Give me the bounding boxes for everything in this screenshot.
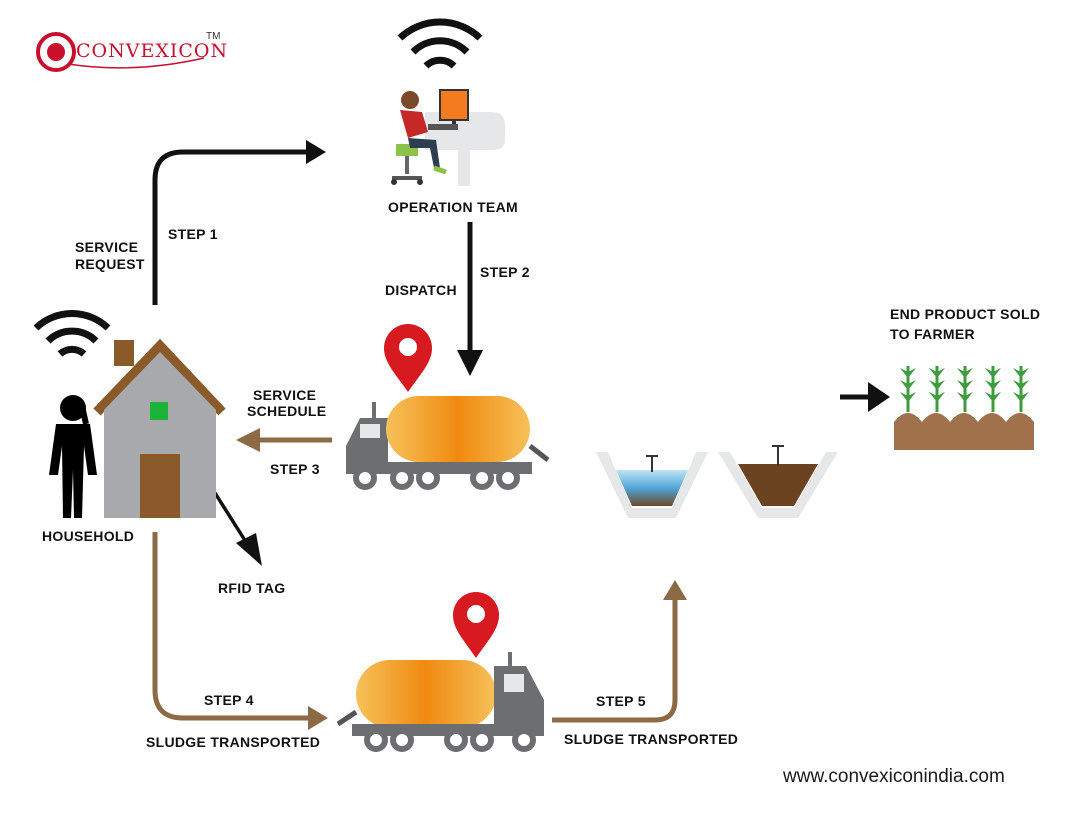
service-schedule-label-line1: SERVICE <box>253 387 317 403</box>
step5-arrow <box>552 598 678 723</box>
truck-icon <box>346 396 550 490</box>
treatment-tank-icon <box>718 445 838 518</box>
truck-icon <box>336 652 544 752</box>
end-product-label-line2: TO FARMER <box>890 326 975 342</box>
dispatch-label: DISPATCH <box>385 282 457 298</box>
service-schedule-label-line2: SCHEDULE <box>247 403 327 419</box>
treatment-tank-icon <box>596 452 708 518</box>
step1-arrowhead <box>306 140 326 164</box>
end-product-label-line1: END PRODUCT SOLD <box>890 306 1041 322</box>
step2-arrowhead <box>457 350 483 376</box>
location-pin-icon <box>453 592 499 658</box>
step1-label: STEP 1 <box>168 226 218 242</box>
step5-label: STEP 5 <box>596 693 646 709</box>
household-label: HOUSEHOLD <box>42 528 135 544</box>
end-product-arrowhead <box>868 382 890 412</box>
rfid-tag-label: RFID TAG <box>218 580 286 596</box>
logo-text: CONVEXICON <box>76 40 229 62</box>
website-url: www.convexiconindia.com <box>783 766 1005 787</box>
office-worker-icon <box>391 89 505 186</box>
step3-label: STEP 3 <box>270 461 320 477</box>
logo-trademark: TM <box>206 31 221 42</box>
step4-label: STEP 4 <box>204 692 254 708</box>
brand-logo: CONVEXICON TM <box>34 30 234 74</box>
step4-arrowhead <box>308 706 328 730</box>
service-request-label-line2: REQUEST <box>75 256 145 272</box>
step3-arrowhead <box>236 428 260 452</box>
location-pin-icon <box>384 324 432 392</box>
step2-label: STEP 2 <box>480 264 530 280</box>
sludge-transported-label-1: SLUDGE TRANSPORTED <box>146 734 321 750</box>
person-phone-icon <box>49 395 97 518</box>
operation-team-label: OPERATION TEAM <box>388 199 518 215</box>
rfid-arrowhead <box>236 533 262 566</box>
house-icon <box>93 338 226 518</box>
sludge-transported-label-2: SLUDGE TRANSPORTED <box>564 731 739 747</box>
step1-arrow <box>152 149 308 305</box>
service-request-label-line1: SERVICE <box>75 239 139 255</box>
step5-arrowhead <box>663 580 687 600</box>
logo-swoosh-icon <box>36 32 205 72</box>
step4-arrow <box>152 532 310 721</box>
wifi-icon <box>33 310 111 357</box>
plants-icon <box>894 366 1034 450</box>
wifi-icon <box>397 18 483 69</box>
